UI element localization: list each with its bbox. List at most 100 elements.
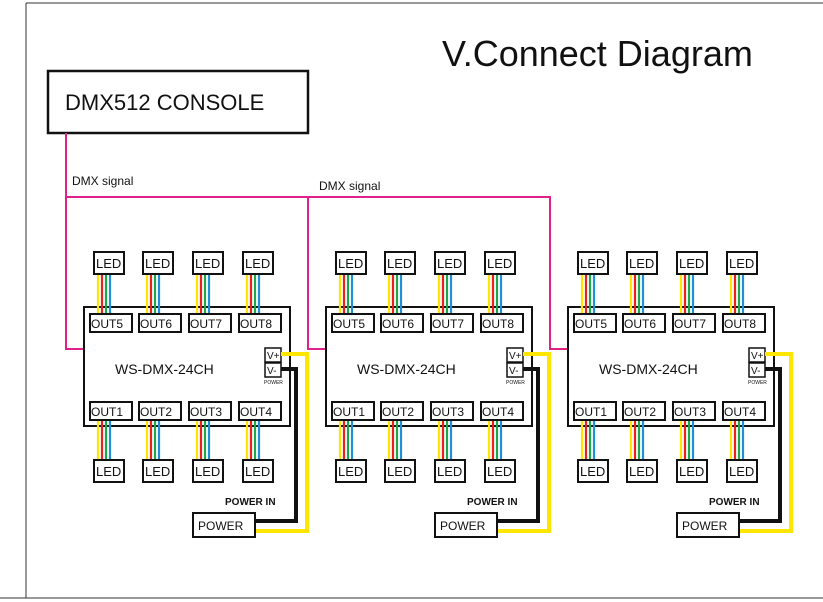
controller-unit-1: WS-DMX-24CHLEDOUT5OUT1LEDLEDOUT6OUT2LEDL… bbox=[83, 251, 309, 538]
output-port-label: OUT1 bbox=[333, 405, 365, 419]
console-label: DMX512 CONSOLE bbox=[65, 90, 264, 115]
led-wire-bundle-bottom bbox=[145, 420, 161, 460]
led-wire-bundle-bottom bbox=[338, 420, 354, 460]
led-box-bottom bbox=[726, 459, 758, 483]
controller-unit-2: WS-DMX-24CHLEDOUT5OUT1LEDLEDOUT6OUT2LEDL… bbox=[325, 251, 551, 538]
led-box-top bbox=[142, 251, 174, 275]
output-port-out8 bbox=[480, 313, 524, 333]
output-port-out6 bbox=[138, 313, 182, 333]
power-positive-wire bbox=[738, 352, 793, 533]
controller-name: WS-DMX-24CH bbox=[599, 361, 698, 377]
output-port-label: OUT1 bbox=[91, 405, 123, 419]
power-positive-wire bbox=[254, 352, 309, 533]
led-label-top: LED bbox=[145, 256, 170, 271]
led-label-bottom: LED bbox=[145, 464, 170, 479]
power-terminal-tag: POWER bbox=[264, 380, 283, 386]
output-port-label: OUT3 bbox=[190, 405, 222, 419]
led-wire-bundle-bottom bbox=[679, 420, 695, 460]
led-wire-bundle-top bbox=[145, 275, 161, 314]
output-port-label: OUT5 bbox=[333, 317, 365, 331]
led-wire-bundle-top bbox=[96, 275, 112, 314]
output-port-out2 bbox=[622, 401, 666, 421]
led-wire-bundle-bottom bbox=[195, 420, 211, 460]
vplus-label: V+ bbox=[751, 351, 764, 362]
output-port-label: OUT3 bbox=[432, 405, 464, 419]
led-wire-bundle-bottom bbox=[580, 420, 596, 460]
led-box-top bbox=[626, 251, 658, 275]
led-wire-bundle-bottom bbox=[729, 420, 745, 460]
output-port-label: OUT8 bbox=[240, 317, 272, 331]
led-wire-bundle-top bbox=[437, 275, 453, 314]
output-port-label: OUT6 bbox=[624, 317, 656, 331]
output-port-out3 bbox=[672, 401, 716, 421]
output-port-out7 bbox=[672, 313, 716, 333]
output-port-label: OUT7 bbox=[190, 317, 222, 331]
led-label-bottom: LED bbox=[195, 464, 220, 479]
output-port-label: OUT4 bbox=[240, 405, 272, 419]
vminus-label: V- bbox=[751, 366, 760, 377]
output-port-out8 bbox=[722, 313, 766, 333]
led-box-bottom bbox=[484, 459, 516, 483]
led-box-bottom bbox=[335, 459, 367, 483]
power-supply-label: POWER bbox=[682, 519, 728, 533]
led-box-bottom bbox=[577, 459, 609, 483]
vplus-label: V+ bbox=[509, 351, 522, 362]
led-box-bottom bbox=[192, 459, 224, 483]
power-negative-wire bbox=[496, 367, 540, 523]
led-box-bottom bbox=[93, 459, 125, 483]
led-box-bottom bbox=[384, 459, 416, 483]
power-in-label: POWER IN bbox=[709, 497, 760, 508]
output-port-label: OUT2 bbox=[140, 405, 172, 419]
led-label-bottom: LED bbox=[679, 464, 704, 479]
led-box-bottom bbox=[242, 459, 274, 483]
led-wire-bundle-top bbox=[387, 275, 403, 314]
output-port-out6 bbox=[380, 313, 424, 333]
power-supply-label: POWER bbox=[198, 519, 244, 533]
output-port-label: OUT8 bbox=[482, 317, 514, 331]
output-port-label: OUT1 bbox=[575, 405, 607, 419]
led-wire-bundle-top bbox=[629, 275, 645, 314]
led-box-top bbox=[484, 251, 516, 275]
output-port-out4 bbox=[480, 401, 524, 421]
led-label-top: LED bbox=[338, 256, 363, 271]
led-wire-bundle-bottom bbox=[387, 420, 403, 460]
led-wire-bundle-bottom bbox=[487, 420, 503, 460]
led-box-top bbox=[676, 251, 708, 275]
output-port-out7 bbox=[188, 313, 232, 333]
dmx-signal-bus bbox=[65, 133, 568, 350]
output-port-label: OUT5 bbox=[91, 317, 123, 331]
output-port-label: OUT4 bbox=[482, 405, 514, 419]
output-port-label: OUT4 bbox=[724, 405, 756, 419]
led-box-bottom bbox=[142, 459, 174, 483]
output-port-label: OUT7 bbox=[432, 317, 464, 331]
led-wire-bundle-top bbox=[338, 275, 354, 314]
output-port-out1 bbox=[89, 401, 133, 421]
led-box-bottom bbox=[434, 459, 466, 483]
power-terminal-tag: POWER bbox=[506, 380, 525, 386]
power-in-label: POWER IN bbox=[467, 497, 518, 508]
output-port-out2 bbox=[380, 401, 424, 421]
controller-unit-3: WS-DMX-24CHLEDOUT5OUT1LEDLEDOUT6OUT2LEDL… bbox=[567, 251, 793, 538]
power-positive-wire bbox=[496, 352, 551, 533]
led-label-bottom: LED bbox=[437, 464, 462, 479]
led-wire-bundle-bottom bbox=[96, 420, 112, 460]
output-port-out8 bbox=[238, 313, 282, 333]
led-label-bottom: LED bbox=[580, 464, 605, 479]
led-label-bottom: LED bbox=[245, 464, 270, 479]
output-port-out2 bbox=[138, 401, 182, 421]
led-box-top bbox=[577, 251, 609, 275]
output-port-label: OUT6 bbox=[382, 317, 414, 331]
led-label-bottom: LED bbox=[387, 464, 412, 479]
led-wire-bundle-top bbox=[195, 275, 211, 314]
diagram-title: V.Connect Diagram bbox=[442, 33, 753, 74]
output-port-label: OUT7 bbox=[674, 317, 706, 331]
led-wire-bundle-top bbox=[679, 275, 695, 314]
led-label-top: LED bbox=[679, 256, 704, 271]
controller-units: WS-DMX-24CHLEDOUT5OUT1LEDLEDOUT6OUT2LEDL… bbox=[83, 251, 793, 538]
output-port-out1 bbox=[573, 401, 617, 421]
led-wire-bundle-bottom bbox=[629, 420, 645, 460]
led-label-top: LED bbox=[245, 256, 270, 271]
led-box-top bbox=[434, 251, 466, 275]
